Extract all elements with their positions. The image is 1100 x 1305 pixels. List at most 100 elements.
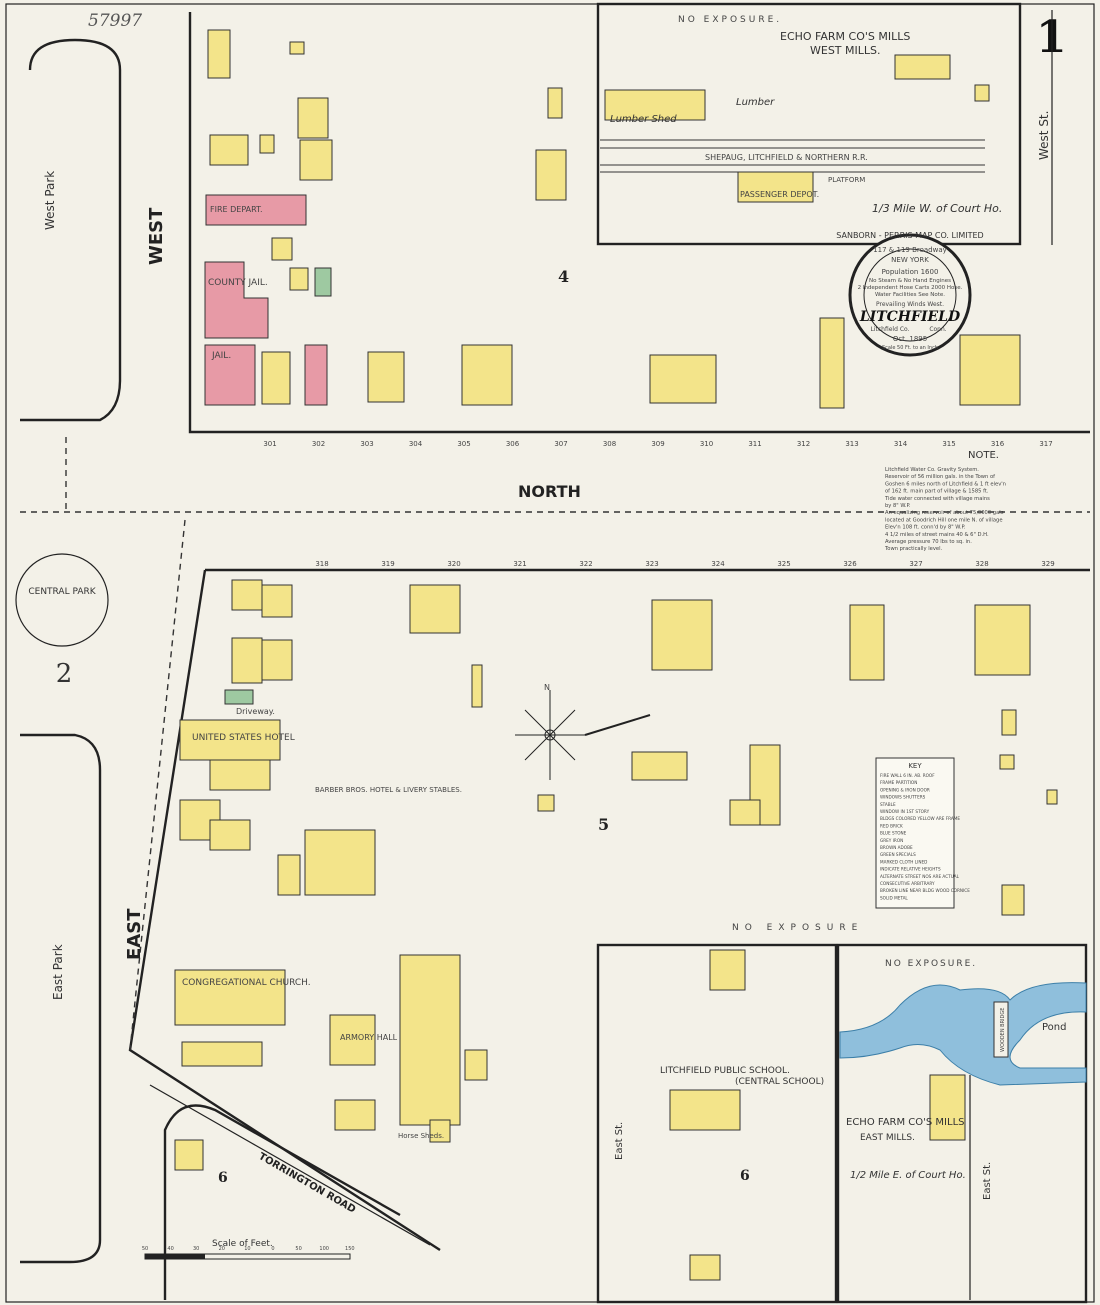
jail-label: JAIL. (211, 351, 231, 361)
key-line: ALTERNATE STREET NOS ARE ACTUAL (880, 874, 960, 879)
key-line: SOLID METAL (880, 895, 908, 900)
cartouche-hose: 2 Independent Hose Carts 2000 Hose. (858, 285, 963, 291)
lumber-shed-label: Lumber Shed (610, 114, 677, 125)
note-line: Litchfield Water Co. Gravity System. (885, 467, 979, 473)
east-park-curb (20, 733, 102, 1264)
scale-tick: 10 (244, 1246, 250, 1252)
inset-ne-subtitle: WEST MILLS. (810, 44, 881, 57)
house-number: 313 (845, 440, 858, 448)
no-exposure-mid: NO EXPOSURE (732, 923, 863, 933)
scale-label: Scale of Feet. (212, 1239, 273, 1249)
house-number: 315 (942, 440, 955, 448)
county-jail-building (204, 261, 269, 339)
sheet-border (5, 3, 1095, 1303)
note-line: Reservoir of 56 million gals. in the Tow… (885, 474, 995, 480)
scale-tick: 20 (219, 1246, 225, 1252)
block-2-number: 2 (56, 659, 73, 689)
corner-ink-number: 57997 (88, 11, 142, 31)
block-6-left-boundary (163, 1104, 401, 1300)
house-number: 329 (1041, 560, 1054, 568)
house-number: 321 (513, 560, 526, 568)
pond-water (839, 982, 1087, 1086)
inset-ne-title: ECHO FARM CO'S MILLS (780, 30, 910, 43)
block-4-number: 4 (558, 267, 569, 286)
depot-label: PASSENGER DEPOT. (740, 190, 819, 199)
house-number: 318 (315, 560, 328, 568)
house-number: 317 (1039, 440, 1052, 448)
key-line: BROWN ADOBE (880, 845, 913, 850)
driveway-label: Driveway. (236, 707, 275, 716)
north-street-label: NORTH (518, 482, 581, 501)
lumber-shed (604, 89, 706, 121)
note-line: located at Goodrich Hill one mile N. of … (885, 517, 1003, 523)
key-line: STABLE (880, 802, 896, 807)
west-mill-building (894, 54, 951, 80)
pipe-east (129, 519, 186, 1051)
cartouche-company: SANBORN - PERRIS MAP CO. LIMITED (836, 231, 983, 240)
note-line: Goshen 6 miles north of Litchfield & 1 f… (885, 481, 1006, 487)
inset-east-mills-frame (836, 943, 1088, 1304)
compass-rose: N (515, 683, 651, 780)
house-number: 302 (312, 440, 325, 448)
torrington-road-edge (149, 1084, 431, 1246)
scale-tick: 150 (345, 1246, 355, 1252)
north-arrow-label: N (544, 683, 550, 692)
house-number: 309 (651, 440, 664, 448)
note-line: by 8" W.P. (885, 503, 911, 509)
school-building (669, 1089, 741, 1131)
horse-sheds-label: Horse Sheds. (398, 1132, 444, 1140)
cartouche-county: Litchfield Co. (871, 326, 910, 333)
east-st-inset-label: East St. (614, 1122, 625, 1160)
house-number: 308 (603, 440, 616, 448)
jail-building (204, 344, 256, 406)
house-number: 319 (381, 560, 394, 568)
map-cartouche: SANBORN - PERRIS MAP CO. LIMITED 117 & 1… (836, 231, 984, 357)
brick-building-north (304, 344, 328, 406)
note-line: of 162 ft. main part of village & 1585 f… (885, 489, 989, 495)
west-park-label: West Park (43, 171, 57, 230)
special-building-north (314, 267, 332, 297)
scale-tick: 40 (167, 1246, 173, 1252)
key-line: BLUE STONE (880, 831, 907, 836)
west-street-label: WEST (146, 207, 167, 265)
bridge-label: WOODEN BRIDGE (1000, 1008, 1006, 1052)
inset-se-distance: 1/2 Mile E. of Court Ho. (850, 1170, 966, 1181)
school-title: LITCHFIELD PUBLIC SCHOOL. (660, 1066, 790, 1076)
house-number: 327 (909, 560, 922, 568)
key-line: FIRE WALL 6 IN. AB. ROOF (880, 773, 935, 778)
pond-label: Pond (1042, 1022, 1066, 1033)
block-5-number: 5 (598, 815, 609, 834)
house-number: 305 (457, 440, 470, 448)
block-4-boundary (188, 12, 1090, 434)
fire-department-building (205, 194, 307, 226)
school-annex (709, 949, 746, 991)
fire-dept-label: FIRE DEPART. (210, 205, 263, 214)
key-line: WINDOW IN 1ST STORY (880, 809, 930, 814)
house-number: 311 (748, 440, 761, 448)
inset-school-frame (596, 943, 838, 1304)
house-number: 307 (554, 440, 567, 448)
cartouche-water: Water Facilities See Note. (875, 292, 945, 298)
cartouche-population: Population 1600 (882, 268, 939, 276)
east-park-label: East Park (51, 944, 65, 1000)
key-line: GREEN SPECIALS (880, 852, 916, 857)
church-label: CONGREGATIONAL CHURCH. (182, 978, 311, 988)
south-house-numbers: 318319320321322323324325326327328329330 (315, 560, 1054, 568)
house-number: 304 (409, 440, 423, 448)
inset-se-subtitle: EAST MILLS. (860, 1133, 915, 1143)
school-subtitle: (CENTRAL SCHOOL) (735, 1077, 824, 1087)
note-line: Tide water connected with village mains (884, 496, 990, 502)
key-line: RED BRICK (880, 823, 903, 828)
cartouche-winds: Prevailing Winds West. (876, 301, 944, 308)
cartouche-city: NEW YORK (891, 256, 929, 264)
building-block6 (174, 1139, 204, 1171)
key-line: CONSECUTIVE ARBITRARY (880, 881, 935, 886)
key-line: BLDGS COLORED YELLOW ARE FRAME (880, 816, 960, 821)
east-st-inset-label-2: East St. (982, 1162, 993, 1200)
scale-tick: 50 (295, 1246, 301, 1252)
west-park-curb (20, 38, 122, 422)
water-note: Litchfield Water Co. Gravity System.Rese… (884, 467, 1006, 552)
